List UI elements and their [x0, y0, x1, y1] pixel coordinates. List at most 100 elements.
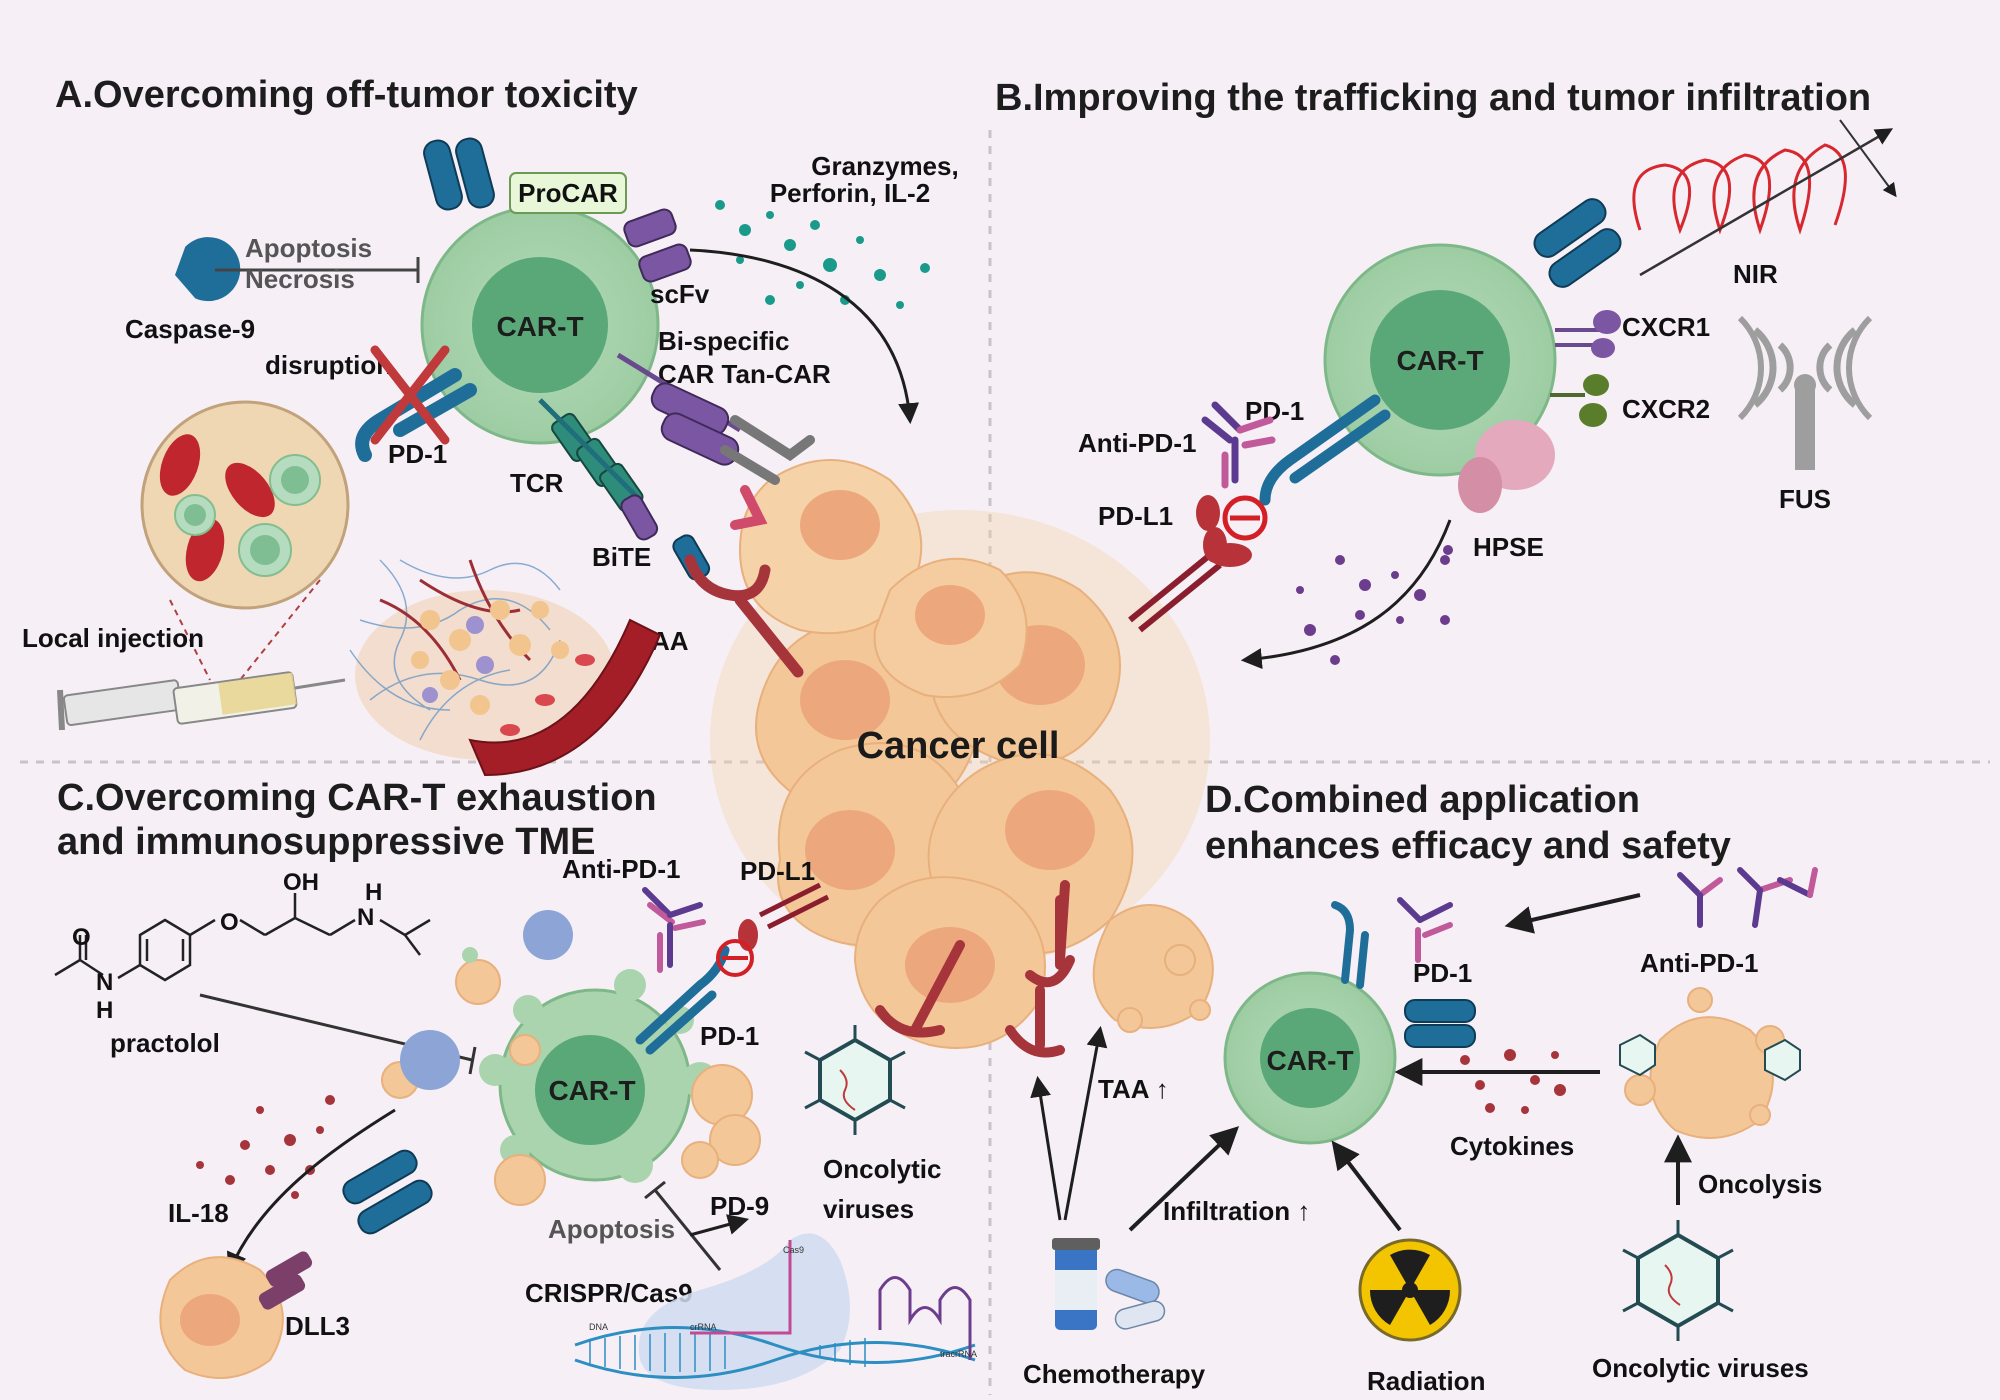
- infiltration-up-label: Infiltration ↑: [1163, 1196, 1310, 1226]
- nir-arrow: [1639, 128, 1894, 277]
- car-receptor-b: [1533, 198, 1622, 288]
- car-receptor-c: [342, 1149, 433, 1235]
- cancer-cell-label: Cancer cell: [857, 725, 1060, 767]
- cancer-cell: [738, 459, 923, 635]
- cart-label-c: CAR-T: [548, 1075, 635, 1106]
- tumor-cell-c: [159, 1256, 284, 1379]
- car-receptor-a: [423, 137, 495, 211]
- pd1-label-b: PD-1: [1245, 396, 1304, 426]
- panel-a: CAR-T ProCAR scFv Granzymes, Perforin, I…: [22, 137, 959, 777]
- granzyme-dots: [715, 200, 930, 309]
- pd1-label-c: PD-1: [700, 1021, 759, 1051]
- pd1-label-a: PD-1: [388, 439, 447, 469]
- crrna-label: crRNA: [690, 1322, 717, 1332]
- tcr-stalk: [538, 398, 642, 502]
- cxcr1-label: CXCR1: [1622, 312, 1710, 342]
- dll3-receptor: [258, 1251, 313, 1310]
- caspase9-label: Caspase-9: [125, 314, 255, 344]
- hpse-arrow: [1240, 519, 1452, 669]
- anti-pd1-antibody-b: [1201, 401, 1276, 489]
- disruption-label: disruption: [265, 350, 392, 380]
- pd1-receptor-a: [355, 368, 477, 462]
- pd9-inhibition-bar: [644, 1180, 666, 1200]
- taa-up-label: TAA ↑: [1098, 1074, 1169, 1104]
- practolol-h2-label: H: [365, 879, 382, 906]
- procar-box: [509, 172, 627, 214]
- practolol-oh-label: OH: [283, 869, 319, 896]
- oncolytic-label-c-2: viruses: [823, 1194, 914, 1224]
- cxcr2-label: CXCR2: [1622, 394, 1710, 424]
- oncolytic-viruses-label-d: Oncolytic viruses: [1592, 1353, 1809, 1383]
- car-receptor-d: [1404, 999, 1476, 1048]
- practolol-o-label: O: [72, 924, 91, 951]
- bispecific-car: [650, 382, 740, 466]
- zoom-line-left: [169, 599, 211, 681]
- panel-c: O N H O OH N H practolol CAR-T: [54, 854, 977, 1390]
- block-icon-b: [1222, 495, 1268, 541]
- granzymes-label-1: Granzymes,: [811, 151, 958, 181]
- anti-pd1-antibodies-d: [1677, 867, 1818, 928]
- tcr-label: TCR: [510, 468, 564, 498]
- apoptosis-label-a: Apoptosis: [245, 233, 372, 263]
- cytokines-label: Cytokines: [1450, 1131, 1574, 1161]
- radiation-label: Radiation: [1367, 1366, 1485, 1396]
- pd1-receptor-d: [1331, 901, 1369, 989]
- oncolysis-debris: [1624, 987, 1785, 1139]
- panel-a-title: A.Overcoming off-tumor toxicity: [55, 74, 638, 116]
- cart-label-a: CAR-T: [496, 311, 583, 342]
- cart-label-d: CAR-T: [1266, 1045, 1353, 1076]
- apoptosis-label-c: Apoptosis: [548, 1214, 675, 1244]
- practolol-molecule: [54, 893, 431, 982]
- panel-b-title: B.Improving the trafficking and tumor in…: [995, 77, 1871, 119]
- pdl1-ligand-b: [1128, 495, 1252, 633]
- immune-cell-blue: [523, 910, 573, 960]
- practolol-h-label: H: [96, 997, 113, 1024]
- pd9-label: PD-9: [710, 1191, 769, 1221]
- granzymes-label-2: Perforin, IL-2: [770, 178, 930, 208]
- panel-c-title-1: C.Overcoming CAR-T exhaustion: [57, 777, 657, 819]
- caspase9-icon: [175, 237, 241, 302]
- practolol-inhibition-bar: [468, 1046, 477, 1075]
- cancer-cell: [873, 557, 1028, 698]
- necrosis-label: Necrosis: [245, 264, 355, 294]
- chemo-arrow-1: [1030, 1075, 1062, 1221]
- cxcr2-receptor: [1583, 374, 1609, 396]
- panel-d-title-1: D.Combined application: [1205, 779, 1640, 821]
- pdl1-ligand-c: [738, 882, 830, 951]
- nir-arrow-2: [1839, 119, 1897, 198]
- immune-cell-blue: [400, 1030, 460, 1090]
- pdl1-label-c: PD-L1: [740, 856, 815, 886]
- blood-magnification: [140, 400, 350, 610]
- hpse-label: HPSE: [1473, 532, 1544, 562]
- block-icon-c: [716, 939, 754, 977]
- bispecific-label-1: Bi-specific: [658, 326, 790, 356]
- fus-label: FUS: [1779, 484, 1831, 514]
- cxcr1-receptor: [1593, 310, 1621, 334]
- panel-d-title-2: enhances efficacy and safety: [1205, 825, 1731, 867]
- anti-pd1-label-d: Anti-PD-1: [1640, 948, 1758, 978]
- il18-arrow: [226, 1108, 396, 1274]
- cart-cell-a: CAR-T: [420, 205, 660, 445]
- disruption-cross-icon: [370, 345, 450, 445]
- anti-pd1-arrow-d: [1504, 893, 1641, 934]
- dna-label: DNA: [589, 1322, 608, 1332]
- scfv-label: scFv: [650, 279, 710, 309]
- tissue-vessel-illustration: [349, 559, 662, 777]
- oncolysis-label: Oncolysis: [1698, 1169, 1822, 1199]
- pd1-label-d: PD-1: [1413, 958, 1472, 988]
- chemotherapy-label: Chemotherapy: [1023, 1359, 1206, 1389]
- cancer-cell-cluster: Cancer cell: [710, 459, 1210, 1049]
- practolol-n-label: N: [96, 969, 113, 996]
- panel-d: CAR-T PD-1 Anti-PD-1: [1005, 867, 1822, 1396]
- procar-label: ProCAR: [518, 178, 618, 208]
- cas9-small-label: Cas9: [783, 1245, 804, 1255]
- pd1-receptor-b: [1259, 394, 1391, 506]
- hpse-enzyme: [1458, 420, 1555, 513]
- il18-dots: [196, 1095, 335, 1199]
- oncolytic-virus-icon-d: [1622, 1220, 1734, 1341]
- crispr-cas9-illustration: DNA crRNA tracrRNA Cas9: [574, 1233, 977, 1390]
- fus-antenna-icon: [1737, 315, 1873, 421]
- taa-antigen-c: [875, 940, 965, 1038]
